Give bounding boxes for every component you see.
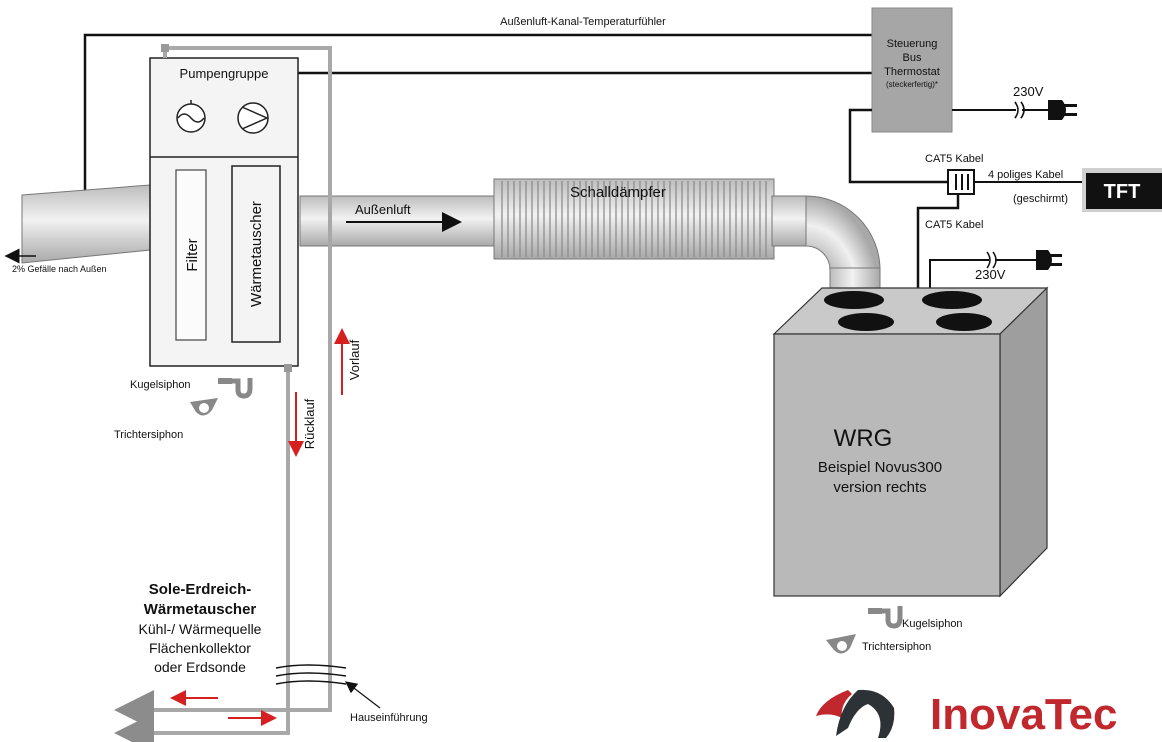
inovatec-logo: InovaTec [816,689,1117,739]
control-box-line4: (steckerfertig)* [886,80,938,89]
funnel-siphon-right-icon [826,634,856,654]
tft-label: TFT [1104,181,1141,203]
pipe-connector [161,44,169,52]
heat-exchanger-unit [149,57,299,367]
junction-box [947,169,975,195]
cat5-label-top: CAT5 Kabel [925,153,984,165]
pump-icon [237,102,269,134]
wrg-power-cable [929,251,1040,292]
cat5-cable-control [848,108,948,184]
control-box-line1: Steuerung [887,38,938,50]
sensor-wire-label: Außenluft-Kanal-Temperaturfühler [500,16,666,28]
ground-hx-line-5: oder Erdsonde [154,659,246,675]
pipe-connector [284,364,292,372]
supply-duct [771,195,807,247]
funnel-siphon-left-label: Trichtersiphon [114,429,183,441]
tft-display: TFT [1082,168,1162,212]
wrg-port [824,291,884,309]
funnel-siphon-right-label: Trichtersiphon [862,641,931,653]
shielded-cable-label: (geschirmt) [1013,193,1068,205]
ball-siphon-left-label: Kugelsiphon [130,379,191,391]
wrg-port [838,313,894,331]
logo-text: InovaTec [930,690,1117,739]
wrg-title: WRG [834,425,893,452]
flow-label: Vorlauf [347,339,362,380]
funnel-siphon-left-icon [190,398,218,416]
control-box-line3: Thermostat [884,66,940,78]
wrg-model-label: Beispiel Novus300 [818,459,942,476]
silencer-label: Schalldämpfer [570,184,666,201]
cat5-label-bottom: CAT5 Kabel [925,219,984,231]
ground-hx-title-1: Sole-Erdreich- [149,581,252,598]
ground-hx-line-3: Kühl-/ Wärmequelle [139,621,262,637]
plug-icon [1036,250,1062,270]
wrg-power-label: 230V [975,267,1006,282]
four-pole-cable-label: 4 poliges Kabel [988,169,1063,181]
wrg-port [936,313,992,331]
pressure-gauge-icon [176,100,206,133]
filter-label: Filter [184,238,201,271]
ground-hx-title-2: Wärmetauscher [144,601,257,618]
heat-exchanger-label: Wärmetauscher [248,201,265,307]
ground-hx-line-4: Flächenkollektor [149,640,251,656]
wrg-port [922,291,982,309]
house-entry-break [275,664,347,685]
control-power-cable [952,101,1050,119]
plug-icon [1048,100,1077,120]
house-entry-label: Hauseinführung [350,712,428,724]
return-label: Rücklauf [302,398,317,449]
control-box-line2: Bus [903,52,922,64]
control-box: Steuerung Bus Thermostat (steckerfertig)… [871,7,953,133]
outside-air-label: Außenluft [355,202,411,217]
pump-group-label: Pumpengruppe [180,66,269,81]
ball-siphon-right-icon [868,606,903,629]
silencer [493,178,775,260]
ball-siphon-left-icon [218,378,253,399]
outside-duct-left [21,184,151,264]
wrg-version-label: version rechts [833,479,926,496]
slope-label: 2% Gefälle nach Außen [12,264,107,274]
ball-siphon-right-label: Kugelsiphon [902,618,963,630]
wrg-unit [772,286,1049,598]
cat5-cable-wrg [916,194,960,292]
control-power-label: 230V [1013,84,1044,99]
house-entry-pointer [345,681,381,709]
